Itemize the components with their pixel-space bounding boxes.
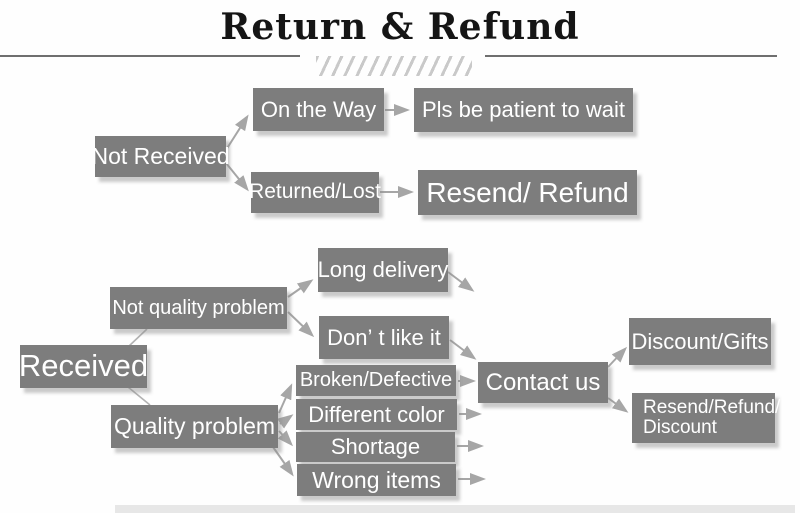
node-wrong-items: Wrong items (297, 464, 456, 496)
node-on-the-way: On the Way (253, 88, 384, 131)
node-quality-problem: Quality problem (111, 405, 278, 448)
node-broken-defective: Broken/Defective (296, 365, 456, 396)
divider-line-right (485, 55, 777, 57)
node-resend-refund-discount-line2: Discount (643, 417, 717, 438)
node-received: Received (19, 345, 148, 388)
node-resend-refund-discount-line1: Resend/Refund/ (643, 397, 781, 419)
node-long-delivery: Long delivery (318, 248, 448, 292)
node-discount-gifts: Discount/Gifts (629, 318, 771, 365)
node-resend-refund: Resend/ Refund (418, 170, 637, 215)
node-pls-be-patient: Pls be patient to wait (414, 88, 633, 132)
page-title: Return & Refund (220, 6, 580, 48)
node-returned-lost: Returned/Lost (249, 172, 381, 213)
node-not-received: Not Received (91, 136, 230, 177)
node-shortage: Shortage (296, 432, 455, 462)
node-dont-like-it: Don’ t like it (319, 316, 449, 359)
hatch-decoration (316, 56, 472, 76)
divider-line-left (0, 55, 300, 57)
node-resend-refund-discount: Resend/Refund/ Discount (632, 393, 780, 443)
node-different-color: Different color (296, 399, 457, 430)
node-contact-us: Contact us (478, 362, 608, 403)
node-not-quality-problem: Not quality problem (110, 287, 287, 329)
bottom-edge-strip (115, 505, 795, 513)
